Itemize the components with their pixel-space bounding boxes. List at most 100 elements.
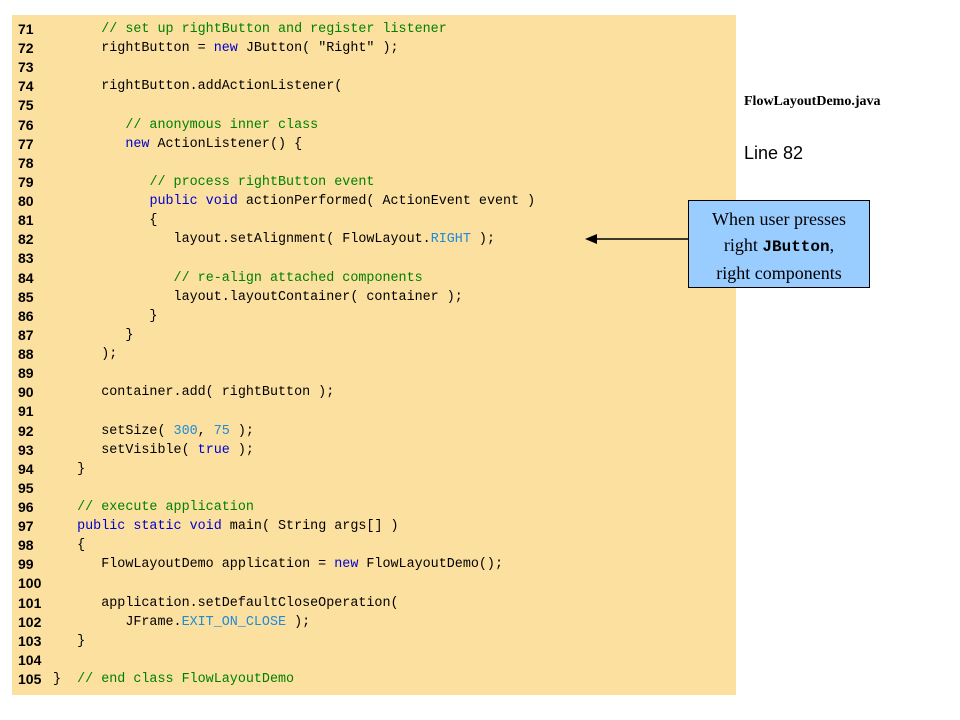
line-number: 93 — [18, 441, 34, 458]
line-number: 81 — [18, 212, 34, 229]
code-token-plain: ActionListener() { — [149, 136, 303, 152]
code-text: } — [53, 632, 85, 651]
code-token-plain: main( String args[] ) — [221, 519, 399, 535]
code-listing-panel: 71 // set up rightButton and register li… — [12, 15, 736, 695]
line-number: 87 — [18, 326, 34, 343]
code-token-plain: FlowLayoutDemo(); — [358, 557, 504, 573]
code-text: } — [53, 307, 157, 326]
line-number: 82 — [18, 231, 34, 248]
callout-line-2-prefix: right — [723, 235, 763, 255]
code-text: public void actionPerformed( ActionEvent… — [53, 192, 535, 211]
arrow-head — [585, 234, 597, 244]
code-text: layout.layoutContainer( container ); — [53, 288, 463, 307]
code-token-plain: FlowLayoutDemo application = — [53, 557, 335, 573]
code-token-comment: // process rightButton event — [149, 174, 375, 190]
code-token-keyword: new — [334, 557, 359, 573]
line-number: 98 — [18, 537, 34, 554]
code-token-const: EXIT_ON_CLOSE — [181, 614, 287, 630]
line-number: 78 — [18, 154, 34, 171]
file-name-label: FlowLayoutDemo.java — [744, 94, 881, 109]
code-text: } — [53, 326, 133, 345]
code-token-plain: } — [53, 327, 134, 343]
code-text: // anonymous inner class — [53, 116, 318, 135]
line-number: 84 — [18, 269, 34, 286]
callout-line-3: right components — [716, 263, 842, 283]
code-token-plain: ); — [229, 423, 254, 439]
code-text: { — [53, 211, 157, 230]
code-token-plain: container.add( rightButton ); — [53, 385, 335, 401]
code-text: layout.setAlignment( FlowLayout.RIGHT ); — [53, 230, 495, 249]
code-token-keyword: true — [197, 442, 230, 458]
line-number: 89 — [18, 365, 34, 382]
callout-code-term: JButton — [762, 238, 830, 256]
line-number: 91 — [18, 403, 34, 420]
code-token-keyword: public void — [149, 194, 238, 210]
code-token-plain: { — [53, 538, 86, 554]
code-token-comment: // execute application — [77, 500, 254, 515]
code-token-plain: actionPerformed( ActionEvent event ) — [237, 194, 536, 210]
code-token-plain: } — [53, 672, 78, 688]
code-text: public static void main( String args[] ) — [53, 517, 399, 536]
line-number: 73 — [18, 59, 34, 76]
code-token-keyword: new — [125, 136, 150, 152]
callout-line-2-suffix: , — [829, 235, 835, 255]
code-token-keyword: public static void — [77, 519, 222, 535]
code-token-plain: layout.setAlignment( FlowLayout. — [53, 232, 431, 248]
code-token-comment: // re-align attached components — [173, 270, 423, 286]
code-text: setSize( 300, 75 ); — [53, 422, 254, 441]
callout-line-1: When user presses — [712, 209, 846, 229]
line-number: 88 — [18, 346, 34, 363]
code-text: } // end class FlowLayoutDemo — [53, 670, 294, 689]
callout-line-2: right JButton, — [689, 232, 869, 260]
line-number: 95 — [18, 479, 34, 496]
code-text: // set up rightButton and register liste… — [53, 20, 447, 39]
code-text: { — [53, 536, 85, 555]
line-number: 94 — [18, 460, 34, 477]
line-number: 99 — [18, 556, 34, 573]
line-number: 80 — [18, 193, 34, 210]
code-text: FlowLayoutDemo application = new FlowLay… — [53, 555, 503, 574]
code-token-plain: rightButton = — [53, 41, 214, 57]
code-token-comment: // end class FlowLayoutDemo — [77, 672, 295, 688]
code-token-plain: application.setDefaultCloseOperation( — [53, 595, 399, 611]
code-text: setVisible( true ); — [53, 441, 254, 460]
line-number: 76 — [18, 116, 34, 133]
line-number: 72 — [18, 40, 34, 57]
code-token-string: "Right" — [318, 41, 375, 57]
line-number: 96 — [18, 499, 34, 515]
code-token-plain: } — [53, 461, 86, 477]
line-number: 101 — [18, 594, 42, 611]
line-number: 77 — [18, 135, 34, 152]
code-text: new ActionListener() { — [53, 135, 302, 154]
code-token-plain: ); — [286, 614, 311, 630]
code-text: rightButton.addActionListener( — [53, 77, 342, 96]
line-number: 85 — [18, 288, 34, 305]
code-text: // re-align attached components — [53, 269, 423, 288]
code-text: application.setDefaultCloseOperation( — [53, 594, 399, 613]
line-number: 86 — [18, 307, 34, 324]
line-number: 71 — [18, 21, 34, 37]
code-token-plain: setSize( — [53, 423, 174, 439]
code-token-plain: } — [53, 308, 158, 324]
code-token-keyword: new — [213, 41, 238, 57]
code-token-plain: , — [197, 423, 214, 439]
code-text: // process rightButton event — [53, 173, 374, 192]
code-token-const: 300 — [173, 423, 198, 439]
line-number: 83 — [18, 250, 34, 267]
code-token-plain: { — [53, 213, 158, 229]
code-text: JFrame.EXIT_ON_CLOSE ); — [53, 613, 310, 632]
code-token-plain: } — [53, 633, 86, 649]
code-token-plain: ); — [374, 41, 399, 57]
line-number: 97 — [18, 518, 34, 535]
line-number: 102 — [18, 613, 42, 630]
code-token-plain: JButton( — [237, 41, 319, 57]
line-number: 75 — [18, 97, 34, 114]
line-number: 74 — [18, 78, 34, 95]
line-number: 103 — [18, 632, 42, 649]
code-token-comment: // anonymous inner class — [125, 117, 319, 133]
code-text: // execute application — [53, 498, 254, 517]
code-text: container.add( rightButton ); — [53, 383, 334, 402]
annotation-callout: When user presses right JButton, right c… — [688, 200, 870, 288]
code-text: } — [53, 460, 85, 479]
